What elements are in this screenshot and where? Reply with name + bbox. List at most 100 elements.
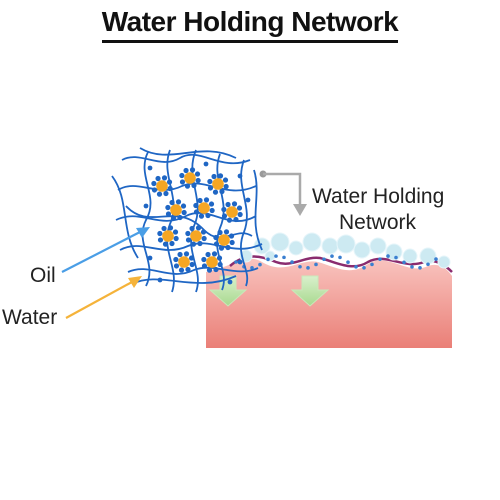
connector-arrow-icon: [259, 170, 307, 216]
water-bubble: [321, 237, 339, 255]
water-molecule: [185, 266, 191, 273]
water-molecule: [206, 267, 213, 273]
oil-droplet: [162, 230, 174, 242]
network-fiber: [166, 149, 175, 293]
oil-droplet: [156, 180, 168, 192]
water-molecule: [173, 263, 180, 269]
water-molecule: [217, 229, 223, 236]
water-molecule: [147, 165, 153, 171]
water-molecule: [203, 161, 209, 167]
membrane-dot: [322, 257, 326, 262]
water-molecule: [193, 202, 199, 209]
water-molecule: [167, 225, 174, 231]
membrane-dot: [290, 260, 294, 264]
water-bubble: [437, 255, 451, 269]
water-molecule: [223, 229, 230, 235]
network-label-line1: Water Holding: [312, 185, 445, 208]
oil-droplet: [170, 204, 182, 216]
network-fiber: [115, 212, 257, 222]
membrane-dot: [338, 255, 342, 260]
network-label-line2: Network: [339, 211, 417, 234]
water-label: Water: [2, 306, 58, 329]
oil-droplet: [226, 206, 238, 218]
water-molecule: [162, 241, 169, 247]
water-molecule: [185, 230, 191, 237]
membrane-dot: [378, 257, 382, 261]
network-fiber: [253, 169, 263, 251]
water-molecule: [157, 237, 164, 243]
water-molecule: [211, 251, 218, 257]
network-fiber: [117, 182, 257, 192]
network-fiber: [119, 242, 263, 251]
water-molecule: [229, 239, 235, 246]
membrane-dot: [346, 260, 350, 265]
skin-layer: [206, 255, 453, 348]
water-molecule: [236, 205, 243, 211]
water-molecule: [231, 201, 238, 207]
water-bubble: [402, 248, 418, 264]
membrane-dot: [386, 254, 390, 258]
network-fiber: [141, 151, 152, 287]
membrane-dot: [298, 264, 302, 269]
water-molecule: [179, 172, 185, 179]
membrane-dot: [234, 260, 238, 264]
water-molecule: [178, 267, 185, 273]
water-molecule: [218, 245, 225, 251]
water-molecule: [147, 255, 153, 261]
water-molecule: [227, 279, 233, 285]
water-molecule: [237, 173, 243, 179]
water-molecule: [200, 229, 207, 235]
water-molecule: [205, 251, 211, 258]
water-molecule: [201, 256, 207, 263]
water-molecule: [170, 215, 177, 221]
oil-label: Oil: [30, 264, 56, 287]
membrane-dot: [426, 262, 430, 267]
membrane-dot: [282, 255, 286, 260]
water-molecule: [237, 259, 243, 265]
oil-droplet: [190, 230, 202, 242]
water-molecule: [189, 167, 196, 173]
water-molecule: [185, 237, 192, 243]
water-bubble: [288, 240, 304, 256]
water-molecule: [155, 175, 161, 182]
oil-droplet: [212, 178, 224, 190]
water-molecule: [189, 261, 195, 268]
water-molecule: [151, 180, 157, 187]
water-molecule: [197, 240, 203, 247]
water-molecule: [165, 204, 171, 211]
water-molecule: [177, 214, 183, 221]
water-molecule: [143, 203, 149, 209]
water-molecule: [179, 179, 186, 185]
water-molecule: [207, 178, 213, 185]
network-label: Water Holding Network: [312, 184, 444, 236]
water-molecule: [217, 261, 223, 268]
water-molecule: [217, 173, 224, 179]
water-molecule: [201, 263, 208, 269]
membrane-dot: [370, 262, 374, 267]
water-pointer-arrow: [65, 276, 142, 319]
membrane-dot: [306, 266, 310, 270]
membrane-dot: [266, 257, 270, 262]
water-molecule: [226, 217, 233, 223]
water-molecule: [209, 207, 215, 214]
down-arrow-icon: [290, 275, 330, 307]
water-molecule: [211, 173, 217, 180]
oil-droplet: [218, 234, 230, 246]
water-molecule: [183, 167, 189, 174]
water-molecule: [213, 266, 219, 273]
water-molecule: [180, 203, 187, 209]
water-molecule: [213, 234, 219, 241]
membrane-dot: [418, 265, 422, 270]
membrane-dot: [258, 262, 262, 267]
skin-body: [206, 258, 452, 348]
water-molecule: [219, 188, 225, 195]
water-bubble: [369, 237, 387, 255]
water-bubble: [270, 232, 290, 252]
membrane-dot: [314, 262, 318, 267]
membrane-dot: [330, 254, 334, 258]
membrane-dot: [250, 266, 254, 270]
water-molecule: [175, 199, 182, 205]
water-bubble: [302, 232, 322, 252]
down-arrow-icon: [208, 275, 248, 307]
